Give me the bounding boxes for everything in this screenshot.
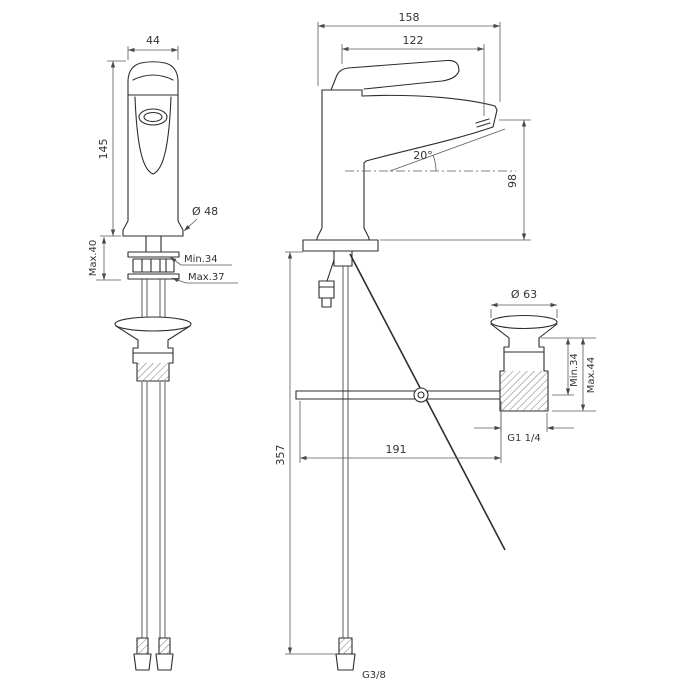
side-popup-rod (349, 253, 506, 551)
front-dim-max-thickness: Max.37 (171, 272, 238, 284)
front-faucet-body (122, 61, 184, 237)
side-spout-height-label: 98 (506, 174, 519, 188)
front-diameter-label: Ø 48 (192, 205, 218, 218)
side-under-deck-parts (318, 250, 353, 308)
front-drain-assembly (114, 316, 192, 382)
side-dim-spout-height: 98 (380, 119, 531, 241)
front-max-clamp-label: Max.40 (88, 240, 99, 277)
side-hose-fitting (335, 637, 356, 671)
side-dim-pipe-length: 191 (299, 401, 502, 463)
front-dim-diameter: Ø 48 (183, 205, 218, 232)
side-hose-length-label: 357 (274, 445, 287, 466)
side-spout-reach-label: 122 (403, 34, 424, 47)
front-view: 44 145 Ø 48 Min.34 Max.37 Max.40 (88, 34, 238, 671)
side-drain-max-label: Max.44 (586, 357, 597, 394)
side-view: 158 122 20° 98 Ø 63 (274, 11, 597, 681)
front-height-label: 145 (97, 139, 110, 160)
front-dim-min-thickness: Min.34 (169, 254, 232, 266)
side-dim-drain-thread: G1 1/4 (474, 413, 574, 444)
side-spout-angle-label: 20° (413, 149, 433, 162)
side-drain-diameter-label: Ø 63 (511, 288, 537, 301)
side-drain-thread-label: G1 1/4 (507, 433, 540, 444)
front-mounting-hardware (127, 235, 180, 280)
side-dim-drain-diameter: Ø 63 (490, 288, 558, 318)
front-dim-height: 145 (97, 60, 126, 237)
front-max-thickness-label: Max.37 (188, 272, 225, 283)
side-drain-pipe (295, 387, 502, 403)
front-min-thickness-label: Min.34 (184, 254, 218, 265)
side-supply-hose (342, 266, 349, 638)
side-dim-drain-clamp: Min.34 Max.44 (541, 337, 597, 412)
side-drain-min-label: Min.34 (569, 353, 580, 387)
side-dim-total-depth: 158 (317, 11, 501, 102)
side-dim-spout-angle: 20° (345, 128, 516, 172)
side-dim-supply-thread: G3/8 (362, 670, 386, 681)
front-dim-max-clamp: Max.40 (88, 237, 121, 281)
front-width-label: 44 (146, 34, 160, 47)
front-supply-hoses (141, 279, 166, 638)
side-total-depth-label: 158 (399, 11, 420, 24)
side-dim-hose-length: 357 (274, 251, 336, 655)
side-drain-assembly (490, 314, 558, 412)
side-pipe-length-label: 191 (386, 443, 407, 456)
side-faucet-body (302, 59, 498, 252)
front-dim-width: 44 (127, 34, 179, 60)
side-supply-thread-label: G3/8 (362, 670, 386, 681)
side-dim-spout-reach: 122 (341, 34, 485, 116)
front-hose-fittings (133, 637, 174, 671)
